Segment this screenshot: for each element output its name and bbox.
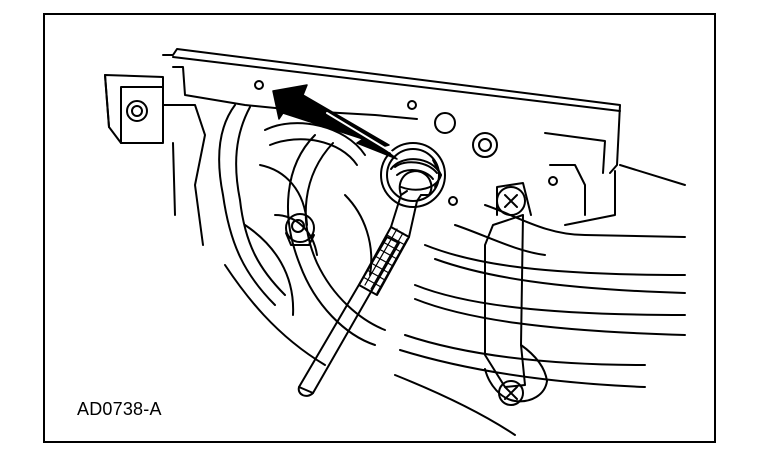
support-strap bbox=[484, 182, 548, 406]
indicator-arrow bbox=[272, 84, 398, 160]
hose-assembly bbox=[218, 104, 386, 366]
casting-bolts bbox=[254, 80, 558, 206]
illustration-frame: AD0738-A bbox=[43, 13, 716, 443]
manifold-runners bbox=[394, 204, 686, 436]
figure-id-label: AD0738-A bbox=[77, 399, 162, 419]
mounting-bracket-left bbox=[104, 74, 206, 246]
engine-block-outline bbox=[162, 48, 686, 226]
hose-bolt bbox=[285, 213, 315, 246]
engine-cover-illustration bbox=[104, 48, 686, 436]
removal-tool bbox=[297, 170, 433, 397]
